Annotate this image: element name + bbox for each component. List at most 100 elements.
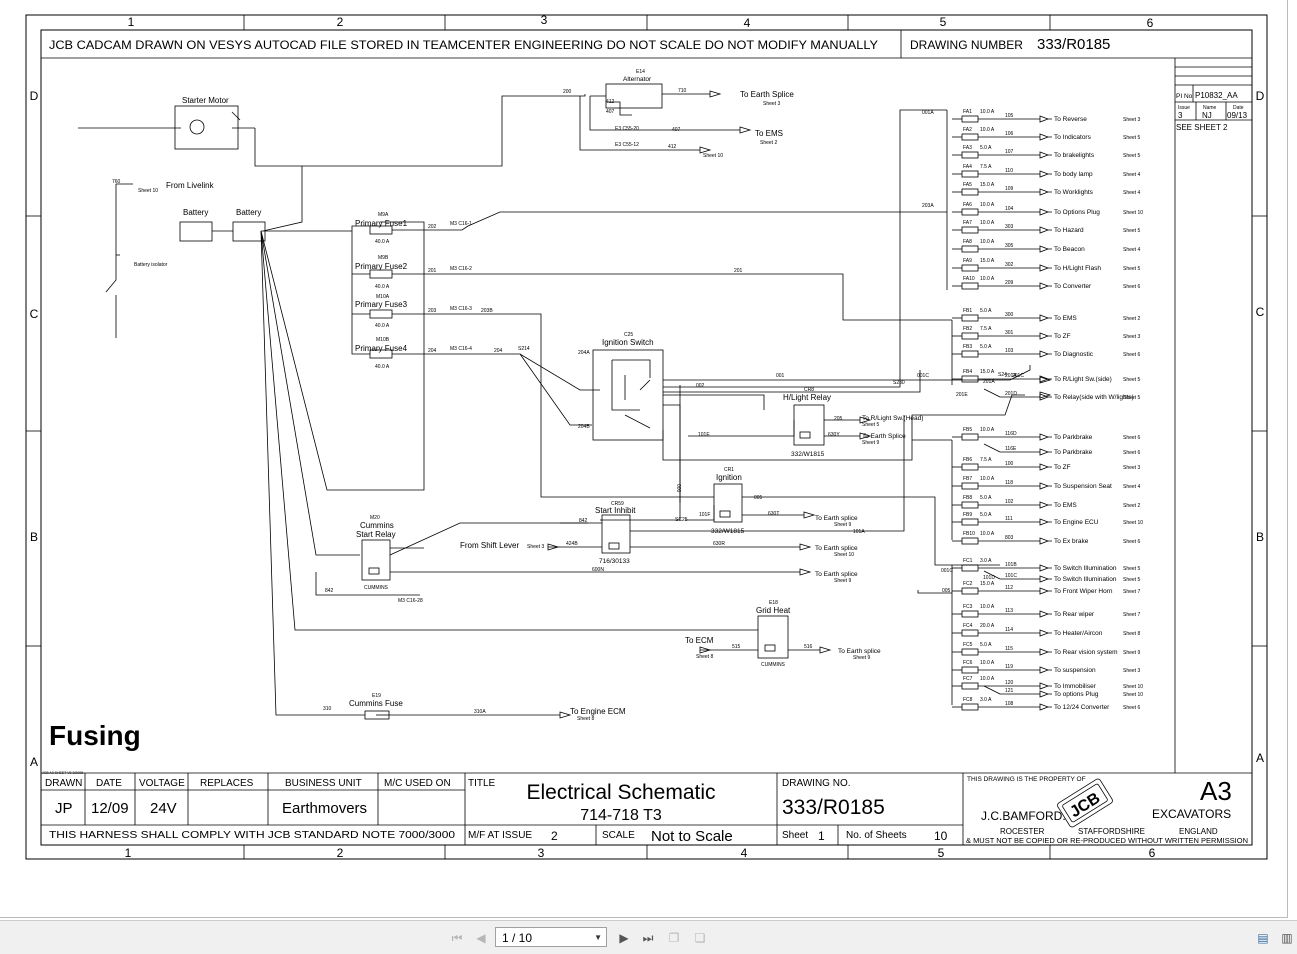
fuse-id: FA8: [963, 239, 972, 245]
fuse-id: FB3: [963, 344, 972, 350]
arrow-icon: [699, 146, 712, 154]
wire-number: 101F: [699, 512, 710, 518]
grid-heat-id: E18: [769, 600, 778, 606]
wire-number: 516: [804, 644, 813, 650]
col-label-top: 4: [744, 16, 751, 30]
dest-earth-splice: To Earth splice: [838, 648, 881, 655]
fuse-box: [961, 666, 979, 674]
fuse-branch: [983, 388, 1001, 398]
fuse-destination: To Engine ECU: [1054, 519, 1099, 526]
copy-icon[interactable]: ❐: [668, 931, 680, 945]
row-label-left: A: [30, 755, 38, 769]
arrow-icon: [1039, 226, 1052, 234]
fuse-box: [961, 564, 979, 572]
wire-number: 204B: [578, 424, 590, 430]
wire-760: 760: [112, 179, 121, 185]
arrow-icon: [1039, 264, 1052, 272]
fuse-id: FB5: [963, 427, 972, 433]
wire-number: 005: [942, 588, 951, 594]
cummins-fuse-label: Cummins Fuse: [349, 699, 403, 708]
ignition-relay-id: CR1: [724, 467, 734, 473]
fuse-rating: 5.0 A: [980, 495, 992, 501]
nsheets-label: No. of Sheets: [846, 830, 907, 841]
first-page-icon[interactable]: ⏮: [451, 930, 463, 945]
fuse-sheet: Sheet 3: [1123, 117, 1140, 123]
wire-number: 201A: [983, 379, 995, 385]
wire-number: 630R: [713, 541, 725, 547]
paste-icon[interactable]: ❏: [694, 931, 706, 945]
cummins-relay-pn: CUMMINS: [364, 585, 389, 591]
fuse-sheet: Sheet 10: [1123, 210, 1143, 216]
previous-page-icon[interactable]: ◀: [476, 931, 486, 945]
battery-2-box: [232, 221, 266, 242]
single-page-view-icon[interactable]: ▤: [1257, 931, 1269, 945]
wire-number: 412: [668, 144, 677, 150]
wire-number: 710: [678, 88, 687, 94]
fuse-wire: 101B: [1005, 562, 1017, 568]
arrow-icon: [1039, 587, 1052, 595]
fuse-rating: 10.0 A: [980, 202, 995, 208]
arrow-icon: [1039, 332, 1052, 340]
fuse-destination: To Worklights: [1054, 189, 1094, 196]
fuse-id: FC3: [963, 604, 973, 610]
arrow-icon: [1039, 375, 1052, 383]
fuse-rating: 5.0 A: [980, 308, 992, 314]
fuse3-label: Primary Fuse3: [355, 300, 408, 309]
page-number-select[interactable]: 1 / 10▼: [495, 927, 607, 947]
fuse-destination: To Rear vision system: [1054, 649, 1118, 656]
fuse-box: [961, 282, 979, 290]
continuous-view-icon[interactable]: ▥: [1281, 931, 1293, 945]
alternator-label: Alternator: [623, 76, 652, 83]
fuse-destination: To brakelights: [1054, 152, 1095, 159]
title-label: TITLE: [468, 778, 496, 789]
connector-c16-4: M3 C16-4: [450, 346, 472, 352]
wire-number: 203: [428, 308, 437, 314]
next-page-icon[interactable]: ▶: [619, 931, 629, 945]
fuse-sheet: Sheet 6: [1123, 539, 1140, 545]
wire-number: 201: [734, 268, 743, 274]
fuse-rating: 5.0 A: [980, 145, 992, 151]
fuse-sheet: Sheet 7: [1123, 589, 1140, 595]
hlight-relay-id: CR8: [804, 387, 814, 393]
schematic-drawing: 1 2 3 4 5 6 1 2 3 4 5 6 D C B A D C B A …: [25, 13, 1268, 860]
revision-note: SEE SHEET 2: [1176, 123, 1228, 132]
dest-earth-splice: To Earth splice: [815, 571, 858, 578]
arrow-icon: [1039, 703, 1052, 711]
fuse-sheet: Sheet 6: [1123, 435, 1140, 441]
dest-earth-splice: To Earth splice: [815, 545, 858, 552]
fuse4-id: M10B: [376, 337, 390, 343]
shift-sheet: Sheet 3: [527, 544, 544, 550]
ignition-relay-label: Ignition: [716, 473, 742, 482]
connector-c16-1: M3 C16-1: [450, 221, 472, 227]
dest-sheet: Sheet 9: [853, 655, 870, 661]
fuse-destination: To EMS: [1054, 502, 1077, 509]
fuse-destination: To H/Light Flash: [1054, 265, 1101, 272]
dest-earth-splice: To Earth splice: [815, 515, 858, 522]
primary-fuse-3: [369, 309, 393, 319]
fuse-destination: To Immobiliser: [1054, 683, 1097, 690]
pi-label: PI No: [1176, 93, 1193, 100]
fuse-destination: To Reverse: [1054, 116, 1087, 123]
fuse-destination: To Options Plug: [1054, 209, 1100, 216]
fuse4-rating: 40.0 A: [375, 364, 390, 370]
fuse2-id: M9B: [378, 255, 389, 261]
arrow-icon: [1039, 682, 1052, 690]
fuse-sheet: Sheet 6: [1123, 705, 1140, 711]
fuse-id: FB8: [963, 495, 972, 501]
fuse-wire: 100: [1005, 461, 1014, 467]
fuse-sheet: Sheet 2: [1123, 503, 1140, 509]
wire-number: 424B: [566, 541, 578, 547]
fuse-sheet: Sheet 4: [1123, 484, 1140, 490]
col-label-bottom: 5: [938, 846, 945, 860]
wire-number: 630T: [768, 511, 779, 517]
fuse-destination: To ZF: [1054, 333, 1071, 340]
last-page-icon[interactable]: ⏭: [642, 930, 654, 945]
